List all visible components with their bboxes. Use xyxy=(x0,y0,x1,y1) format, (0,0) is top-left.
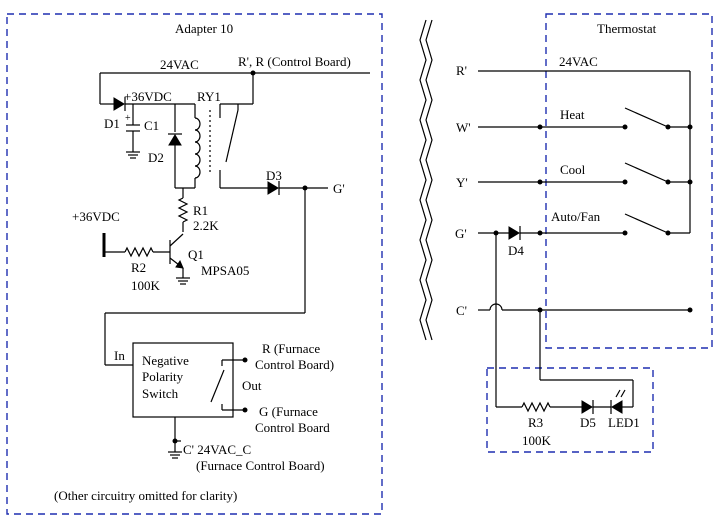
diode-d5 xyxy=(581,400,594,414)
thermostat-title: Thermostat xyxy=(597,21,657,36)
c1-plus: + xyxy=(125,113,131,124)
r3-value: 100K xyxy=(522,433,552,448)
adapter-vac-label: 24VAC xyxy=(160,57,199,72)
switch-line-2: Polarity xyxy=(142,369,184,384)
relay-contact-ry1 xyxy=(225,109,239,163)
resistor-r3 xyxy=(521,401,551,413)
therm-vac-label: 24VAC xyxy=(559,54,598,69)
switch-contact xyxy=(210,369,225,403)
c1-label: C1 xyxy=(144,118,159,133)
g-furnace-line2: Control Board xyxy=(255,420,330,435)
therm-y-prime: Y' xyxy=(456,175,468,190)
d3-label: D3 xyxy=(266,168,282,183)
led-led1 xyxy=(610,389,626,414)
control-board-label: R', R (Control Board) xyxy=(238,54,351,69)
led1-label: LED1 xyxy=(608,415,640,430)
transistor-q1 xyxy=(169,233,184,269)
diode-d3 xyxy=(267,181,280,195)
d5-label: D5 xyxy=(580,415,596,430)
relay-coil-ry1 xyxy=(194,117,201,179)
switch-line-1: Negative xyxy=(142,353,189,368)
r2-label: R2 xyxy=(131,260,146,275)
fan-switch xyxy=(624,213,669,234)
heat-switch xyxy=(624,107,669,128)
ground-c1 xyxy=(126,151,140,159)
cool-label: Cool xyxy=(560,162,586,177)
therm-c-prime: C' xyxy=(456,303,467,318)
r-furnace-line2: Control Board) xyxy=(255,357,334,372)
indicator-boundary xyxy=(486,367,654,453)
g-furnace-line1: G (Furnace xyxy=(259,404,318,419)
r1-value: 2.2K xyxy=(193,218,219,233)
diode-d2 xyxy=(168,133,182,146)
ry1-label: RY1 xyxy=(197,89,221,104)
capacitor-c1 xyxy=(126,124,140,132)
resistor-r2 xyxy=(124,246,154,258)
vdc-label-top: +36VDC xyxy=(124,89,172,104)
d2-label: D2 xyxy=(148,150,164,165)
adapter-boundary xyxy=(6,13,383,515)
r1-label: R1 xyxy=(193,203,208,218)
adapter-title: Adapter 10 xyxy=(175,21,233,36)
ground-q1 xyxy=(176,277,190,285)
vdc-label-left: +36VDC xyxy=(72,209,120,224)
negative-polarity-switch xyxy=(132,342,234,418)
q1-part: MPSA05 xyxy=(201,263,249,278)
heat-label: Heat xyxy=(560,107,585,122)
in-label: In xyxy=(114,348,125,363)
omission-note: (Other circuitry omitted for clarity) xyxy=(54,488,237,503)
ground-c-prime xyxy=(168,451,182,459)
thermostat-boundary xyxy=(545,13,713,349)
out-label: Out xyxy=(242,378,262,393)
auto-fan-label: Auto/Fan xyxy=(551,209,601,224)
break-line-right xyxy=(425,19,433,341)
r2-value: 100K xyxy=(131,278,161,293)
c-furnace-label: (Furnace Control Board) xyxy=(196,458,325,473)
cool-switch xyxy=(624,162,669,183)
c-prime-label: C' 24VAC_C xyxy=(183,442,251,457)
r-furnace-line1: R (Furnace xyxy=(262,341,320,356)
therm-g-prime: G' xyxy=(455,226,467,241)
q1-label: Q1 xyxy=(188,247,204,262)
diode-d4 xyxy=(508,226,521,240)
d1-label: D1 xyxy=(104,116,120,131)
d4-label: D4 xyxy=(508,243,524,258)
adapter-g-prime: G' xyxy=(333,181,345,196)
break-line-left xyxy=(419,19,427,341)
therm-r-prime: R' xyxy=(456,63,467,78)
r3-label: R3 xyxy=(528,415,543,430)
resistor-r1 xyxy=(177,197,189,223)
switch-line-3: Switch xyxy=(142,386,179,401)
therm-w-prime: W' xyxy=(456,120,471,135)
